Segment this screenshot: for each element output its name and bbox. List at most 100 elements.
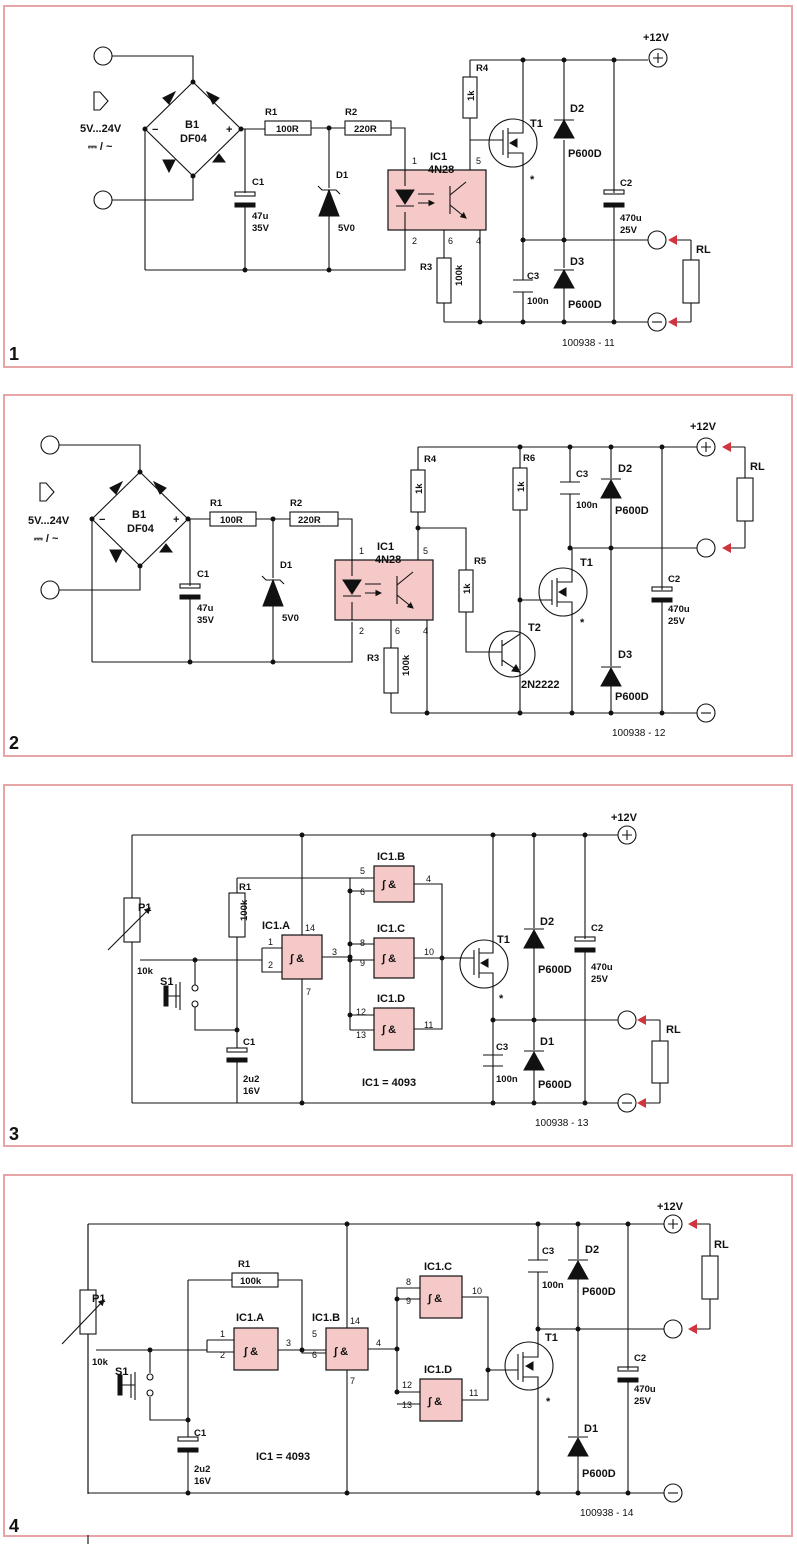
svg-text:5: 5 <box>312 1329 317 1339</box>
load-rl: RL <box>668 235 711 327</box>
load-terminal-plus <box>617 1010 637 1030</box>
resistor-r4: 1k R4 <box>462 60 489 170</box>
svg-text:100n: 100n <box>576 500 598 511</box>
svg-text:R2: R2 <box>345 107 357 118</box>
svg-text:T2: T2 <box>528 622 541 634</box>
svg-text:2: 2 <box>220 1350 225 1360</box>
svg-text:2u2: 2u2 <box>243 1074 259 1085</box>
svg-text:2: 2 <box>359 626 364 636</box>
resistor-r1: 100R R1 <box>209 498 257 527</box>
supply-label: +12V <box>657 1201 684 1213</box>
svg-text:10: 10 <box>472 1286 482 1296</box>
svg-text:P1: P1 <box>138 902 151 914</box>
svg-text:C2: C2 <box>634 1353 646 1364</box>
gate-ic1d: ∫ & IC1.D 12 13 11 <box>402 1364 478 1422</box>
svg-text:1k: 1k <box>516 481 527 492</box>
resistor-r3: 100k R3 <box>420 230 465 322</box>
svg-text:7: 7 <box>350 1376 355 1386</box>
figure-3-number: 3 <box>9 1124 19 1144</box>
svg-text:R4: R4 <box>424 454 437 465</box>
svg-text:470u: 470u <box>634 1384 656 1395</box>
mosfet-t1: T1 * <box>538 548 593 713</box>
bridge-wiring <box>112 55 265 270</box>
svg-text:8: 8 <box>360 938 365 948</box>
input-terminal-top <box>93 46 113 66</box>
svg-text:13: 13 <box>356 1030 366 1040</box>
svg-text:100R: 100R <box>220 515 243 526</box>
svg-text:S1: S1 <box>115 1366 128 1378</box>
svg-text:+: + <box>173 514 179 526</box>
svg-text:5: 5 <box>360 866 365 876</box>
resistor-r3: 100k R3 <box>367 620 412 713</box>
svg-text:D2: D2 <box>540 916 554 928</box>
svg-text:25V: 25V <box>620 225 638 236</box>
svg-text:14: 14 <box>305 923 315 933</box>
svg-text:6: 6 <box>360 887 365 897</box>
svg-text:T1: T1 <box>530 118 543 130</box>
diode-d3: D3 P600D <box>553 240 602 322</box>
svg-text:R5: R5 <box>474 556 487 567</box>
figure-4: 4 100938 - 14 P1 10k <box>3 1174 793 1544</box>
figure-1-number: 1 <box>9 344 19 364</box>
input-voltage-label: 5V...24V <box>28 515 70 527</box>
svg-text:100n: 100n <box>542 1280 564 1291</box>
svg-text:C3: C3 <box>542 1246 554 1257</box>
svg-text:470u: 470u <box>668 604 690 615</box>
supply-terminal-plus <box>617 825 637 845</box>
ic-note: IC1 = 4093 <box>362 1077 416 1089</box>
svg-text:P600D: P600D <box>615 691 649 703</box>
svg-text:4: 4 <box>426 874 431 884</box>
svg-text:P600D: P600D <box>568 299 602 311</box>
svg-text:D3: D3 <box>570 256 584 268</box>
supply-label: +12V <box>611 812 638 824</box>
supply-terminal-plus <box>696 437 716 457</box>
svg-text:IC1.B: IC1.B <box>377 851 405 863</box>
svg-text:IC1.A: IC1.A <box>262 920 290 932</box>
svg-text:∫ &: ∫ & <box>333 1346 348 1358</box>
svg-text:D1: D1 <box>280 560 293 571</box>
svg-text:16V: 16V <box>243 1086 261 1097</box>
resistor-r1: 100R R1 <box>264 107 312 136</box>
figure-1-frame <box>3 5 793 368</box>
svg-text:C2: C2 <box>620 178 632 189</box>
svg-text:RL: RL <box>696 244 711 256</box>
input-terminal-top <box>40 435 60 455</box>
capacitor-c2: C2 470u 25V <box>651 447 690 713</box>
input-plug-icon <box>39 482 55 502</box>
svg-text:4N28: 4N28 <box>375 554 401 566</box>
svg-text:IC1.D: IC1.D <box>377 993 405 1005</box>
svg-text:100k: 100k <box>240 1276 262 1287</box>
svg-text:100R: 100R <box>276 124 299 135</box>
optocoupler-ic1: IC1 4N28 1 2 6 4 5 <box>387 151 487 246</box>
capacitor-c3: C3 100n <box>483 1042 518 1085</box>
svg-text:5: 5 <box>476 156 481 166</box>
figure-1: 1 100938 - 11 5V...24V ⎓ / ~ B1 DF04 −+ … <box>3 5 793 368</box>
figure-2-frame <box>3 394 793 757</box>
bridge-rectifier-b1: B1 DF04 −+ <box>142 79 244 179</box>
resistor-r6: 1k R6 <box>512 447 535 670</box>
svg-text:∫ &: ∫ & <box>427 1396 442 1408</box>
svg-text:∫ &: ∫ & <box>381 1024 396 1036</box>
svg-text:DF04: DF04 <box>127 523 155 535</box>
svg-text:P600D: P600D <box>538 964 572 976</box>
svg-text:P600D: P600D <box>615 505 649 517</box>
svg-text:D1: D1 <box>336 170 349 181</box>
input-terminal-bottom <box>40 580 60 600</box>
svg-text:IC1.D: IC1.D <box>424 1364 452 1376</box>
pushbutton-s1: S1 <box>160 960 237 1031</box>
capacitor-c1: C1 2u2 16V <box>177 1280 212 1493</box>
resistor-r5: 1k R5 <box>458 556 490 653</box>
svg-text:P600D: P600D <box>538 1079 572 1091</box>
gate-ic1a: ∫ & IC1.A 1 2 3 <box>220 1312 291 1371</box>
figure-4-footer: 100938 - 14 <box>580 1508 634 1519</box>
svg-text:∫ &: ∫ & <box>427 1293 442 1305</box>
svg-text:P600D: P600D <box>582 1286 616 1298</box>
svg-text:C1: C1 <box>243 1037 256 1048</box>
load-rl: RL <box>722 442 765 553</box>
resistor-r1: 100k R1 <box>188 1259 303 1350</box>
svg-text:25V: 25V <box>634 1396 652 1407</box>
ground-terminal <box>663 1483 683 1503</box>
svg-text:T1: T1 <box>497 934 510 946</box>
svg-text:100k: 100k <box>454 264 465 286</box>
input-type-label: ⎓ / ~ <box>34 533 59 545</box>
